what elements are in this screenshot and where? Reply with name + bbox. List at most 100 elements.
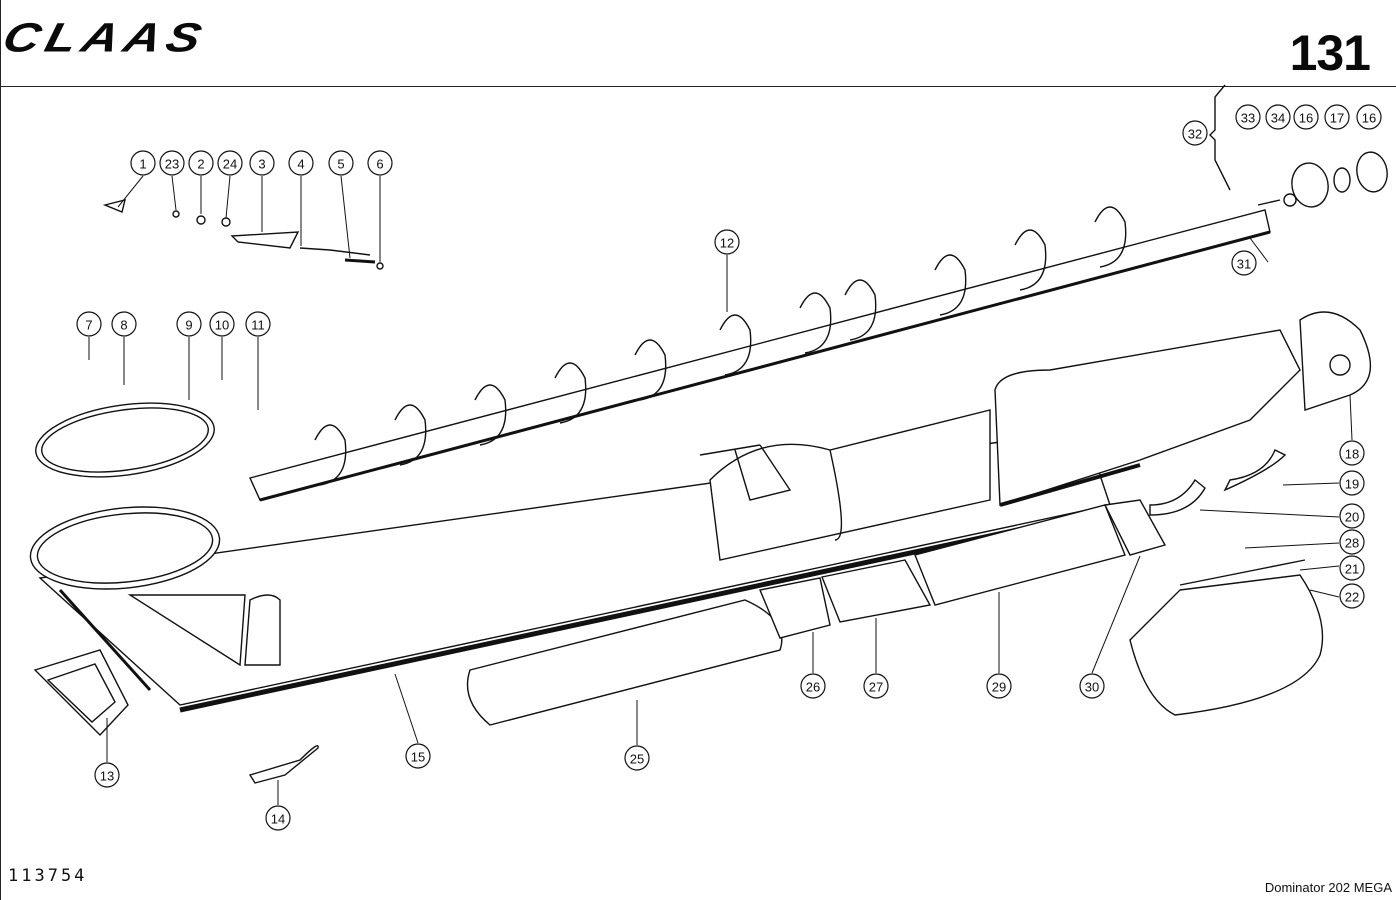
cover-27: [821, 559, 932, 623]
callout-label: 19: [1345, 477, 1359, 492]
callout-circle: [1182, 120, 1208, 146]
segment-20: [1149, 478, 1206, 516]
callout-label: 5: [337, 157, 344, 172]
leader-lines: [88, 175, 1353, 805]
callout-5: 5: [328, 150, 354, 176]
callout-31: 31: [1231, 250, 1257, 276]
callout-1: 1: [130, 150, 156, 176]
callout-label: 17: [1330, 111, 1344, 126]
callout-label: 30: [1085, 680, 1099, 695]
callout-circle: [405, 743, 431, 769]
callout-25: 25: [624, 745, 650, 771]
callout-15: 15: [405, 743, 431, 769]
callout-label: 1: [139, 157, 146, 172]
part-4-bolt: [299, 247, 371, 256]
callout-circle: [1339, 470, 1365, 496]
outlet-cover: [1299, 311, 1372, 411]
callout-label: 7: [85, 318, 92, 333]
segment-19: [1223, 449, 1287, 492]
cover-26: [759, 577, 831, 639]
part-5-spring: [344, 258, 376, 264]
callout-label: 3: [258, 157, 265, 172]
cover-30: [1103, 499, 1167, 556]
callout-33: 33: [1235, 104, 1261, 130]
shaft-end: [1257, 199, 1281, 206]
flange-16b: [1356, 151, 1388, 193]
callout-label: 29: [992, 680, 1006, 695]
callout-circle: [986, 673, 1012, 699]
hood-22: [1129, 574, 1324, 716]
callout-circle: [76, 311, 102, 337]
callout-circle: [1339, 503, 1365, 529]
callout-circle: [249, 150, 275, 176]
callout-27: 27: [863, 673, 889, 699]
seal-ring: [35, 402, 215, 478]
callout-circle: [1356, 104, 1382, 130]
upper-tube-right: [994, 329, 1301, 506]
callout-label: 11: [251, 318, 265, 333]
callout-circle: [1339, 529, 1365, 555]
callout-21: 21: [1339, 555, 1365, 581]
callout-18: 18: [1339, 440, 1365, 466]
plate-14: [248, 745, 319, 784]
callout-34: 34: [1265, 104, 1291, 130]
callout-circle: [1235, 104, 1261, 130]
callout-circle: [1079, 673, 1105, 699]
callout-9: 9: [176, 311, 202, 337]
hopper-13: [33, 649, 129, 737]
callout-circle: [1339, 583, 1365, 609]
callout-3: 3: [249, 150, 275, 176]
callout-10: 10: [209, 311, 235, 337]
callout-label: 16: [1299, 111, 1313, 126]
callout-circle: [1339, 555, 1365, 581]
callout-circle: [245, 311, 271, 337]
callout-28: 28: [1339, 529, 1365, 555]
callout-7: 7: [76, 311, 102, 337]
callout-label: 32: [1188, 127, 1202, 142]
callout-11: 11: [245, 311, 271, 337]
callout-label: 27: [869, 680, 883, 695]
callout-4: 4: [288, 150, 314, 176]
callout-circle: [863, 673, 889, 699]
callout-label: 21: [1345, 562, 1359, 577]
callout-19: 19: [1339, 470, 1365, 496]
callout-circle: [624, 745, 650, 771]
callout-circle: [367, 150, 393, 176]
callout-23: 23: [159, 150, 185, 176]
callout-label: 13: [100, 769, 114, 784]
callout-label: 20: [1345, 510, 1359, 525]
header-divider: [0, 86, 1396, 87]
callout-label: 23: [165, 157, 179, 172]
callout-circle: [209, 311, 235, 337]
callout-circle: [176, 311, 202, 337]
bearing-17: [1333, 167, 1351, 193]
callout-label: 34: [1271, 111, 1285, 126]
callout-label: 33: [1241, 111, 1255, 126]
callout-30: 30: [1079, 673, 1105, 699]
callout-label: 8: [120, 318, 127, 333]
callout-14: 14: [265, 805, 291, 831]
callout-16: 16: [1293, 104, 1319, 130]
callout-8: 8: [111, 311, 137, 337]
callout-circle: [714, 229, 740, 255]
callout-22: 22: [1339, 583, 1365, 609]
upper-tube-left: [709, 409, 991, 561]
callout-circle: [130, 150, 156, 176]
callout-label: 18: [1345, 447, 1359, 462]
callout-circle: [111, 311, 137, 337]
callout-32: 32: [1182, 120, 1208, 146]
callout-label: 24: [223, 157, 237, 172]
page-frame-left: [0, 0, 1, 900]
callout-circle: [265, 805, 291, 831]
intake-ring: [29, 506, 221, 590]
page-number: 131: [1289, 25, 1371, 81]
callout-2: 2: [188, 150, 214, 176]
callout-label: 10: [215, 318, 229, 333]
callout-circle: [1324, 104, 1350, 130]
callout-label: 9: [185, 318, 192, 333]
callout-label: 16: [1362, 111, 1376, 126]
auger-flights: [314, 206, 1127, 486]
callout-label: 25: [630, 752, 644, 767]
